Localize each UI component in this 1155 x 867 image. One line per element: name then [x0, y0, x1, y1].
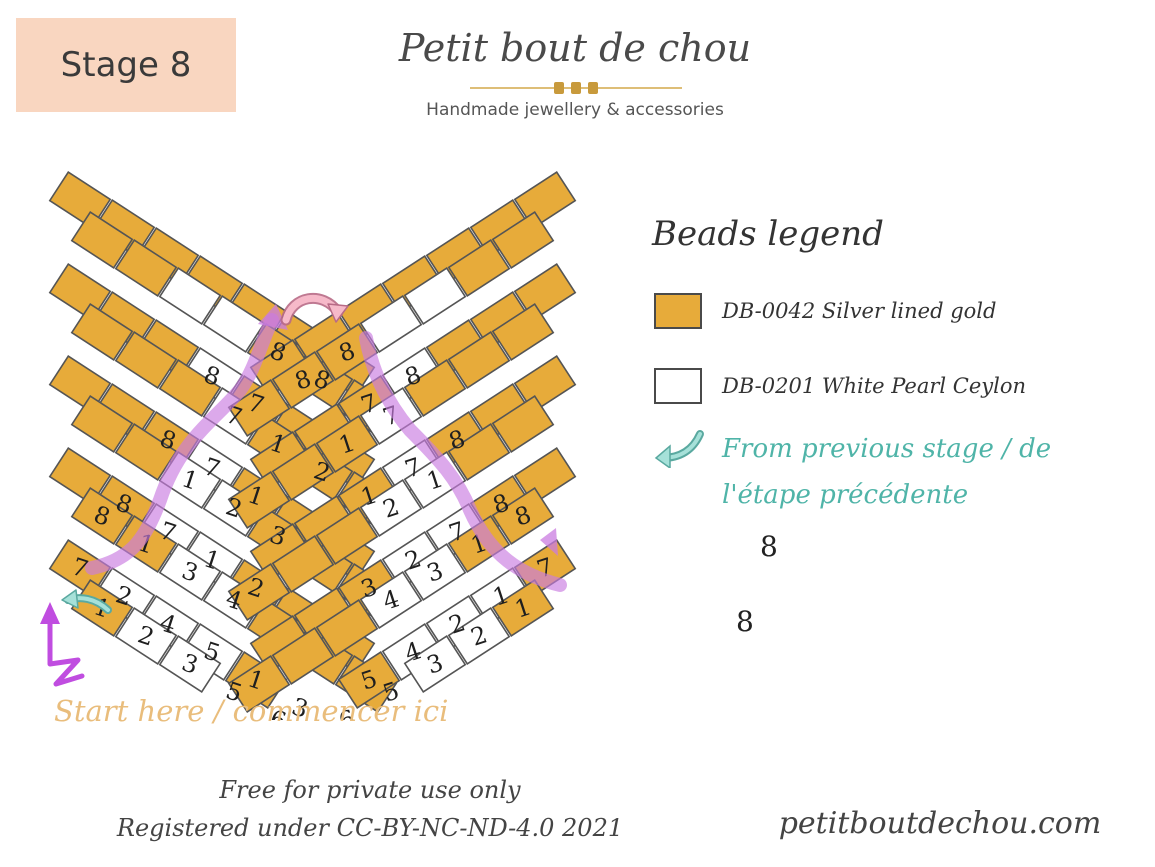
right-path-arrowhead [540, 528, 558, 556]
turn-arrowhead [327, 303, 349, 323]
bead-left-r9-c2 [158, 635, 222, 693]
bead-right-r5-c3 [359, 479, 423, 537]
bead-right-r3-c1 [447, 331, 511, 389]
bead-left-r3-c1 [114, 331, 178, 389]
legend-item-gold: DB-0042 Silver lined gold [654, 293, 996, 329]
bead-right-r3-c4 [315, 415, 379, 473]
bead-left-r3-c0 [70, 303, 134, 361]
bead-left-r0-c0 [48, 171, 112, 229]
bead-right-r1-c2 [403, 267, 467, 325]
bead-right-r7-c0 [491, 487, 555, 545]
bead-right-r0-c0 [513, 171, 577, 229]
bead-right-r1-c5 [271, 351, 335, 409]
bead-right-r7-c1 [447, 515, 511, 573]
website-link[interactable]: petitboutdechou.com [778, 806, 1102, 841]
bead-left-r6-c0 [48, 447, 112, 505]
brand-name: Petit bout de chou [398, 26, 752, 70]
bead-right-r5-c5 [271, 535, 335, 593]
bead-right-r6-c0 [513, 447, 577, 505]
bead-right-r7-c6 [227, 655, 291, 713]
bead-right-r8-c4 [337, 651, 401, 709]
bead-left-r5-c1 [114, 423, 178, 481]
left-path-arrowhead [258, 304, 288, 330]
bead-right-r1-c1 [447, 239, 511, 297]
bead-left-r4-c0 [48, 355, 112, 413]
legend-item-white: DB-0201 White Pearl Ceylon [654, 368, 1026, 404]
bead-right-r1-c0 [491, 211, 555, 269]
from-previous-note: From previous stage / de l'étape précéde… [722, 434, 1052, 510]
bead-right-r5-c4 [315, 507, 379, 565]
loose-number: 8 [760, 530, 778, 563]
bead-left-r3-c2 [158, 359, 222, 417]
bead-left-r7-c0 [70, 487, 134, 545]
brand-divider [470, 82, 682, 94]
bead-right-r5-c0 [491, 395, 555, 453]
left-path-arrow [85, 313, 279, 575]
bead-number-labels: 1235672451381348712123871712878812356712… [68, 336, 556, 720]
bead-right-r3-c2 [403, 359, 467, 417]
start-here-note: Start here / commencer ici [54, 694, 449, 728]
bead-left-r7-c2 [158, 543, 222, 601]
from-previous-icon [654, 430, 704, 468]
bead-left-r5-c0 [70, 395, 134, 453]
right-path-arrow [359, 331, 567, 592]
bead-left-r1-c2 [158, 267, 222, 325]
bead-label-left: 3 [288, 692, 311, 720]
stitch-path-arrows [40, 292, 567, 687]
bead-right-r5-c1 [447, 423, 511, 481]
start-arrow [47, 615, 85, 687]
bead-left-r8-c0 [48, 539, 112, 597]
white-bead-swatch [654, 368, 702, 404]
bead-right-r4-c0 [513, 355, 577, 413]
bead-right-r7-c5 [271, 627, 335, 685]
start-arrowhead [40, 602, 60, 624]
bead-right-r1-c6 [227, 379, 291, 437]
bead-right-r3-c6 [227, 471, 291, 529]
bead-right-r7-c2 [403, 543, 467, 601]
bead-right-r9-c1 [447, 607, 511, 665]
bead-right-r9-c0 [491, 579, 555, 637]
bead-left-r1-c0 [70, 211, 134, 269]
bead-left-r1-c1 [114, 239, 178, 297]
legend-label-gold: DB-0042 Silver lined gold [722, 299, 997, 323]
bead-left-r9-c1 [114, 607, 178, 665]
legend-label-white: DB-0201 White Pearl Ceylon [722, 374, 1027, 398]
bead-grid [48, 171, 577, 713]
bead-right-r5-c6 [227, 563, 291, 621]
legend-title: Beads legend [652, 214, 884, 254]
bead-right-r9-c2 [403, 635, 467, 693]
from-previous-arrowhead [61, 589, 79, 609]
bead-right-r3-c0 [491, 303, 555, 361]
bead-left-r7-c1 [114, 515, 178, 573]
beading-diagram: 1235672451381348712123871712878812356712… [40, 171, 577, 720]
bead-right-r2-c0 [513, 263, 577, 321]
bead-right-r3-c5 [271, 443, 335, 501]
bead-right-r7-c4 [315, 599, 379, 657]
footer-license-line1: Free for private use only [219, 776, 521, 804]
bead-left-r1-c3 [202, 295, 266, 353]
brand-tagline: Handmade jewellery & accessories [426, 100, 724, 120]
stage-label: Stage 8 [16, 18, 236, 112]
bead-right-r7-c3 [359, 571, 423, 629]
gold-bead-swatch [654, 293, 702, 329]
loose-number: 8 [736, 605, 754, 638]
footer-license-line2: Registered under CC-BY-NC-ND-4.0 2021 [116, 814, 624, 842]
bead-left-r2-c0 [48, 263, 112, 321]
